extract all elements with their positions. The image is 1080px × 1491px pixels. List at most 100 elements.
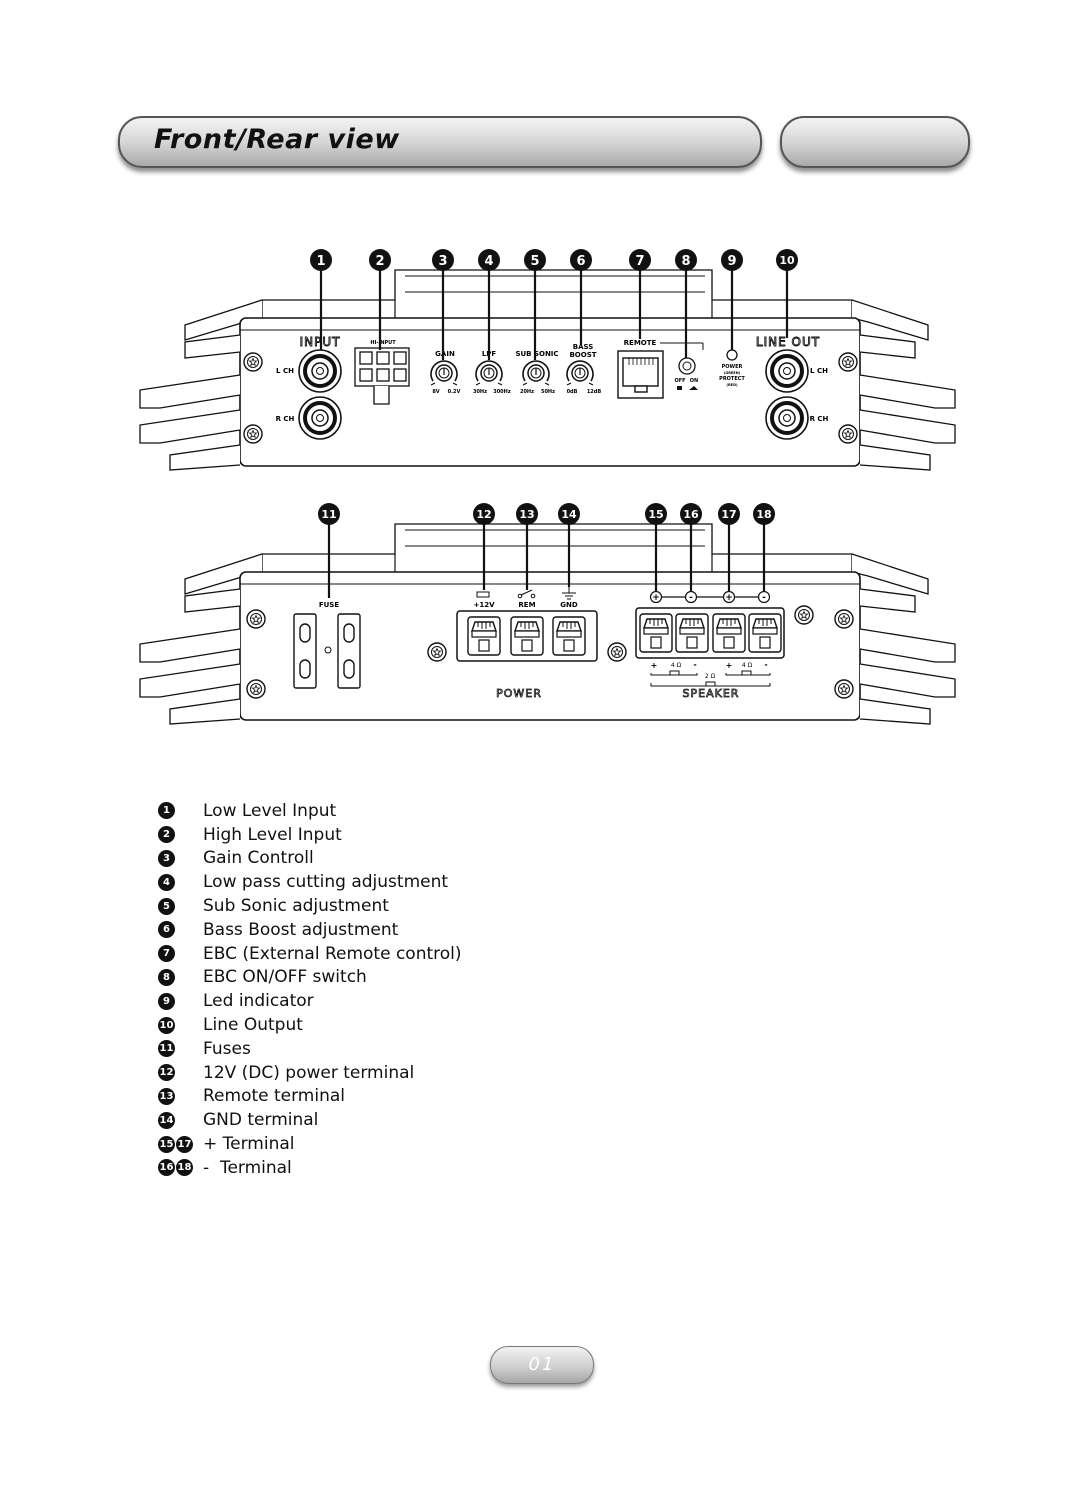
remote-port[interactable] <box>617 350 664 399</box>
imp-4ohm-1: 4 Ω <box>671 662 682 669</box>
legend-badge: 14 <box>158 1111 175 1129</box>
bass-max: 12dB <box>587 389 602 395</box>
rear-callouts: 11 12 13 14 15 16 17 18 <box>318 503 775 525</box>
low-level-input-l[interactable] <box>297 348 343 394</box>
legend-item: 1 Low Level Input <box>158 799 462 823</box>
legend-badge: 3 <box>158 849 175 867</box>
legend: 1 Low Level Input 2 High Level Input 3 Gain… <box>158 799 462 1180</box>
legend-item: 3 Gain Controll <box>158 847 462 871</box>
green-label: (GREEN) <box>724 371 741 375</box>
imp-minus-1: - <box>693 660 696 669</box>
imp-plus-2: + <box>726 661 733 670</box>
legend-badge: 5 <box>158 897 175 915</box>
bass-label: BASS <box>573 343 594 351</box>
remote-label: REMOTE <box>624 339 657 347</box>
legend-label: Bass Boost adjustment <box>203 919 399 940</box>
terminal-gnd[interactable] <box>552 616 586 656</box>
front-panel: INPUT LINE OUT L CH R CH L CH R CH HI-IN… <box>139 269 956 471</box>
imp-4ohm-2: 4 Ω <box>742 662 753 669</box>
callout-5: 5 <box>530 254 539 269</box>
legend-badge: 7 <box>158 945 175 963</box>
callout-18: 18 <box>756 508 771 521</box>
legend-badge: 9 <box>158 992 175 1010</box>
l-ch-out-label: L CH <box>810 367 828 375</box>
on-label: ON <box>690 378 698 384</box>
page-title: Front/Rear view <box>154 124 400 155</box>
amplifier-diagram: INPUT LINE OUT L CH R CH L CH R CH HI-IN… <box>139 249 956 725</box>
plus-symbol-15: + <box>652 593 660 603</box>
page-number: 01 <box>528 1354 556 1375</box>
legend-label: Low Level Input <box>203 800 337 821</box>
power-panel-label: POWER <box>496 687 542 700</box>
off-mark <box>677 386 682 390</box>
impedance-brackets <box>650 670 771 687</box>
legend-label: High Level Input <box>203 824 342 845</box>
plus-symbol-17: + <box>725 593 733 603</box>
power-led-label: POWER <box>722 364 743 370</box>
legend-label: EBC (External Remote control) <box>203 943 462 964</box>
imp-2ohm: 2 Ω <box>705 673 716 680</box>
terminal-spk-plus-1[interactable] <box>639 613 673 653</box>
led-indicator <box>726 349 738 361</box>
legend-badge: 12 <box>158 1064 175 1082</box>
callout-16: 16 <box>683 508 699 521</box>
rear-callout-lines <box>327 524 766 598</box>
legend-label: Gain Controll <box>203 848 314 869</box>
legend-badge: 10 <box>158 1016 175 1034</box>
front-callouts: 1 2 3 4 5 6 7 8 9 10 <box>310 249 798 271</box>
legend-badge: 11 <box>158 1040 175 1058</box>
input-label: INPUT <box>300 335 341 349</box>
legend-badge: 17 <box>176 1135 193 1153</box>
callout-8: 8 <box>681 254 690 269</box>
r-ch-label: R CH <box>276 415 295 423</box>
callout-4: 4 <box>484 254 493 269</box>
gain-max: 0.2V <box>448 389 461 395</box>
imp-plus-1: + <box>651 661 658 670</box>
ebc-switch[interactable] <box>678 357 696 375</box>
legend-badge: 2 <box>158 826 175 844</box>
legend-label: GND terminal <box>203 1110 319 1131</box>
legend-item: 9 Led indicator <box>158 989 462 1013</box>
terminal-rem[interactable] <box>510 616 544 656</box>
legend-badge: 13 <box>158 1087 175 1105</box>
callout-3: 3 <box>438 254 447 269</box>
terminal-spk-minus-2[interactable] <box>748 613 782 653</box>
callout-2: 2 <box>375 254 384 269</box>
terminal-spk-minus-1[interactable] <box>675 613 709 653</box>
imp-minus-2: - <box>764 660 767 669</box>
off-label: OFF <box>674 378 685 384</box>
legend-label: Led indicator <box>203 991 314 1012</box>
hi-input-label: HI-INPUT <box>370 340 396 346</box>
terminal-12v[interactable] <box>467 616 501 656</box>
speaker-terminal-block <box>635 607 785 659</box>
line-output-l[interactable] <box>764 348 810 394</box>
legend-label: Remote terminal <box>203 1086 346 1107</box>
fuse-holders[interactable] <box>293 613 361 689</box>
legend-badge: 1 <box>158 802 175 820</box>
low-level-input-r[interactable] <box>297 395 343 441</box>
ground-symbol <box>562 587 576 600</box>
title-bar: Front/Rear view <box>118 116 762 168</box>
legend-label: - Terminal <box>203 1157 292 1178</box>
lpf-min: 30Hz <box>473 389 487 395</box>
legend-label: + Terminal <box>203 1134 295 1155</box>
on-mark <box>689 386 698 390</box>
high-level-input-connector[interactable] <box>354 347 410 405</box>
legend-label: Low pass cutting adjustment <box>203 872 449 893</box>
rear-panel: FUSE +12V REM GND POWER <box>139 523 956 725</box>
legend-badge: 18 <box>176 1159 193 1177</box>
sub-sonic-label: SUB SONIC <box>515 350 558 358</box>
plus12v-label: +12V <box>473 601 495 609</box>
callout-10: 10 <box>779 254 795 267</box>
rem-label: REM <box>518 601 535 609</box>
gain-label: GAIN <box>435 350 455 358</box>
side-pill <box>780 116 970 168</box>
line-output-r[interactable] <box>764 395 810 441</box>
terminal-spk-plus-2[interactable] <box>712 613 746 653</box>
gain-min: 8V <box>432 389 439 395</box>
legend-item: 14 GND terminal <box>158 1108 462 1132</box>
